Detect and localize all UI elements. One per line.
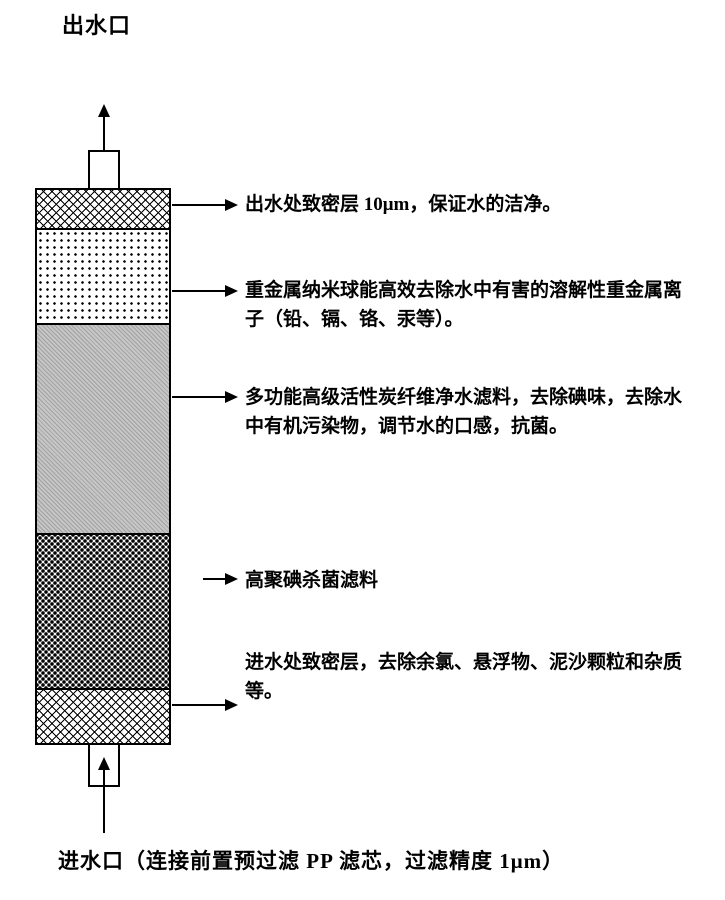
layer-polymer-iodine [37, 535, 169, 690]
arrow-right-head-icon [225, 699, 238, 711]
arrow-line [172, 290, 225, 292]
note-nano-heavy-metal: 重金属纳米球能高效去除水中有害的溶解性重金属离子（铅、镉、铬、汞等）。 [245, 280, 683, 331]
outlet-port-label: 出水口 [62, 13, 132, 38]
arrow-up-head-icon [98, 757, 110, 770]
layer-activated-carbon [37, 325, 169, 535]
filter-column [35, 188, 171, 745]
note-polymer-iodine: 高聚碘杀菌滤料 [245, 570, 379, 591]
arrow-line [172, 396, 225, 398]
inlet-port-label: 进水口（连接前置预过滤 PP 滤芯，过滤精度 1μm） [58, 849, 565, 873]
pointer-arrow-activated-carbon [172, 390, 238, 404]
layer-nano-heavy-metal [37, 230, 169, 325]
outlet-flow-arrow-icon [98, 104, 110, 150]
arrow-line [172, 704, 225, 706]
layer-outlet-dense [37, 190, 169, 230]
arrow-right-head-icon [225, 391, 238, 403]
layer-inlet-dense [37, 690, 169, 743]
inlet-flow-arrow-icon [98, 757, 110, 833]
arrow-line [103, 770, 105, 833]
note-activated-carbon: 多功能高级活性炭纤维净水滤料，去除碘味，去除水中有机污染物，调节水的口感，抗菌。 [245, 387, 683, 438]
outlet-nozzle [88, 150, 120, 192]
arrow-line [203, 578, 225, 580]
arrow-right-head-icon [225, 285, 238, 297]
arrow-line [172, 204, 225, 206]
arrow-right-head-icon [225, 573, 238, 585]
pointer-arrow-inlet-dense [172, 698, 238, 712]
arrow-right-head-icon [225, 199, 238, 211]
pointer-arrow-nano-heavy-metal [172, 284, 238, 298]
pointer-arrow-polymer-iodine [203, 572, 238, 586]
arrow-line [103, 117, 105, 150]
arrow-up-head-icon [98, 104, 110, 117]
note-outlet-dense: 出水处致密层 10μm，保证水的洁净。 [245, 194, 562, 215]
pointer-arrow-outlet-dense [172, 198, 238, 212]
note-inlet-dense: 进水处致密层，去除余氯、悬浮物、泥沙颗粒和杂质等。 [245, 652, 683, 703]
